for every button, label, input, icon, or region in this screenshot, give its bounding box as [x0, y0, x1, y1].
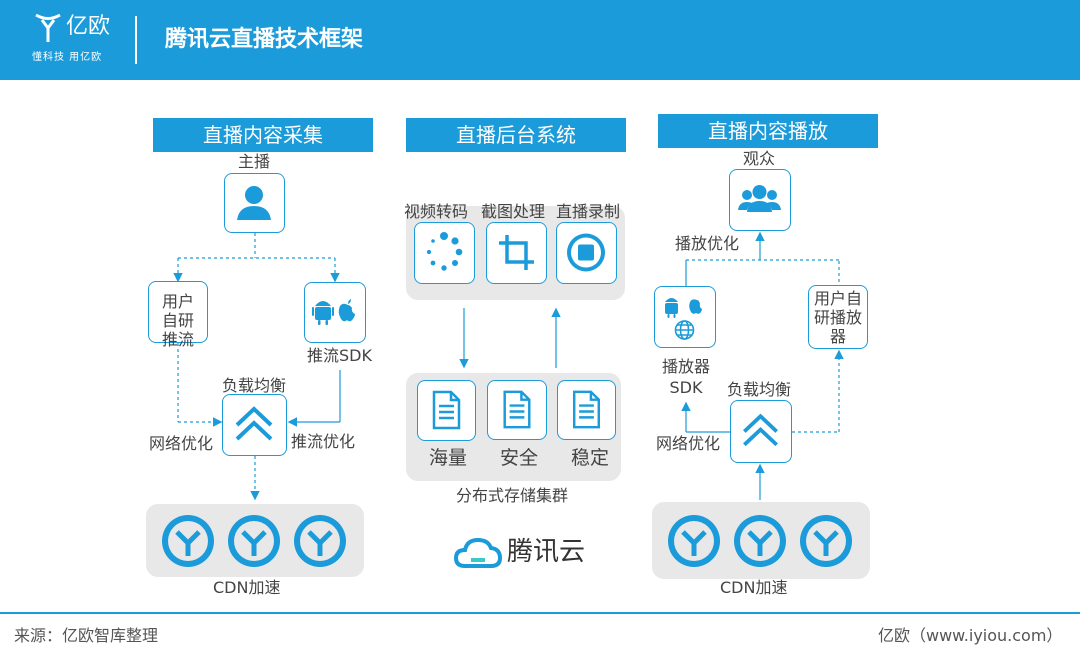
- backend-section-title: 直播后台系统: [406, 118, 626, 152]
- play-lb-node: [730, 400, 792, 463]
- chevron-up-icon: [235, 406, 273, 441]
- player-sdk-label: 播放器SDK: [661, 357, 710, 397]
- self-player-label: 用户自研播放器: [813, 289, 862, 346]
- cdn-icon: [162, 515, 214, 567]
- footer-divider: [0, 612, 1080, 614]
- android-apple-icon: [312, 299, 355, 325]
- host-node: [224, 173, 285, 233]
- android-apple-web-icon: [665, 298, 702, 340]
- collect-lb-label: 负载均衡: [222, 376, 287, 395]
- page-title: 腾讯云直播技术框架: [165, 27, 364, 52]
- tencent-cloud-brand: 腾讯云: [507, 537, 586, 567]
- service-label-transcode: 视频转码: [404, 202, 469, 221]
- document-icon: [432, 390, 461, 430]
- chevron-up-icon: [743, 413, 778, 447]
- play-net-opt-label: 网络优化: [656, 434, 721, 453]
- site-credit: 亿欧（www.iyiou.com）: [878, 626, 1063, 645]
- cdn-icon: [668, 515, 720, 567]
- yiou-logo-icon: [35, 13, 61, 42]
- storage-item-massive: 海量: [429, 447, 468, 469]
- header-bar: [0, 0, 1080, 80]
- play-opt-label: 播放优化: [675, 234, 740, 253]
- source-note: 来源：亿欧智库整理: [14, 626, 159, 645]
- self-player-node: 用户自研播放器: [808, 285, 868, 349]
- cdn-icon: [294, 515, 346, 567]
- storage-item-secure: 安全: [500, 447, 539, 469]
- push-sdk-node: [304, 282, 366, 343]
- tencent-cloud-logo-icon: [453, 537, 503, 568]
- self-push-label: 用户自研推流: [161, 292, 194, 349]
- play-lb-label: 负载均衡: [727, 380, 792, 399]
- collect-section-title: 直播内容采集: [153, 118, 373, 152]
- storage-node-stable: [557, 380, 616, 440]
- transcode-node: [414, 222, 475, 284]
- cdn-icon: [800, 515, 852, 567]
- audience-label: 观众: [743, 149, 776, 168]
- user-icon: [237, 186, 271, 220]
- document-icon: [572, 390, 601, 429]
- cdn-icon: [228, 515, 280, 567]
- cdn-icon: [734, 515, 786, 567]
- users-group-icon: [738, 185, 781, 212]
- header-divider: [135, 16, 137, 64]
- push-sdk-label: 推流SDK: [307, 346, 372, 365]
- player-sdk-node: [654, 286, 716, 348]
- collect-lb-node: [222, 394, 287, 456]
- brand-tagline: 懂科技 用亿欧: [32, 52, 103, 63]
- service-label-snapshot: 截图处理: [481, 202, 546, 221]
- storage-cluster-label: 分布式存储集群: [456, 486, 569, 505]
- storage-item-stable: 稳定: [571, 447, 610, 469]
- brand-name: 亿欧: [66, 14, 111, 39]
- collect-net-opt-label: 网络优化: [149, 434, 214, 453]
- stop-record-icon: [567, 233, 605, 272]
- play-section-title: 直播内容播放: [658, 114, 878, 148]
- play-cdn-label: CDN加速: [720, 578, 788, 597]
- self-push-node: 用户自研推流: [148, 281, 208, 349]
- crop-icon: [499, 235, 534, 270]
- snapshot-node: [486, 222, 547, 284]
- loading-spinner-icon: [426, 232, 463, 271]
- storage-node-secure: [487, 380, 547, 440]
- record-node: [556, 222, 617, 284]
- host-label: 主播: [238, 152, 271, 171]
- service-label-record: 直播录制: [556, 202, 621, 221]
- collect-cdn-label: CDN加速: [213, 578, 281, 597]
- storage-node-massive: [417, 380, 476, 441]
- audience-node: [729, 169, 791, 231]
- document-icon: [503, 390, 531, 429]
- push-opt-label: 推流优化: [291, 432, 356, 451]
